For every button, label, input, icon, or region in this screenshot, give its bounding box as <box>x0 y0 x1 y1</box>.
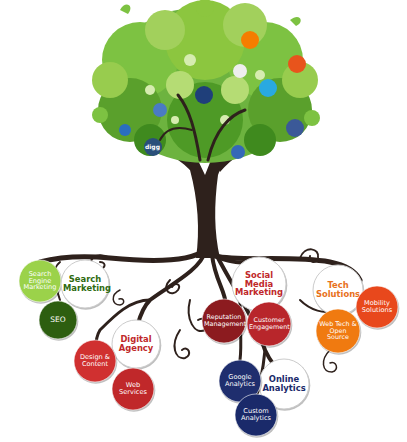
circle-shape <box>39 301 77 339</box>
category-title: Social Media Marketing <box>231 271 287 297</box>
service-name: Design & Content <box>73 354 117 368</box>
text-holder: Web Tech & Open Source <box>315 308 361 354</box>
service-name: SEO <box>38 316 78 324</box>
circle-shape <box>112 368 154 410</box>
service-name: Google Analytics <box>218 374 262 388</box>
social-icons <box>119 31 306 159</box>
circle-shape <box>61 260 109 308</box>
text-holder: Search Marketing <box>60 259 110 309</box>
service-circle: Reputation Management <box>201 298 247 344</box>
text-holder: Customer Engagement <box>246 301 292 347</box>
service-circle: SEO <box>38 300 78 340</box>
circle-shape <box>19 260 61 302</box>
tree-roots <box>40 249 360 400</box>
circle-shape <box>112 320 160 368</box>
text-holder: Mobility Solutions <box>355 285 399 329</box>
service-circle: Design & Content <box>73 339 117 383</box>
category-title: Digital Agency <box>111 335 161 353</box>
service-name: Web Tech & Open Source <box>315 321 361 341</box>
text-holder: Search Engine Marketing <box>18 259 62 303</box>
category-circle: Digital Agency <box>111 319 161 369</box>
service-circle: Mobility Solutions <box>355 285 399 329</box>
service-circle: Web Services <box>111 367 155 411</box>
tree-crown <box>92 0 320 163</box>
icon-label: digg <box>145 143 160 150</box>
text-holder: Custom Analytics <box>234 393 278 437</box>
service-circle: Custom Analytics <box>234 393 278 437</box>
text-holder: Reputation Management <box>201 298 247 344</box>
circle-shape <box>235 394 277 436</box>
text-holder: SEO <box>38 300 78 340</box>
category-title: Online Analytics <box>258 375 310 393</box>
circle-shape <box>316 309 360 353</box>
circle-shape <box>356 286 398 328</box>
text-holder: Digital Agency <box>111 319 161 369</box>
service-circle: Search Engine Marketing <box>18 259 62 303</box>
circle-shape <box>74 340 116 382</box>
category-circle: Search Marketing <box>60 259 110 309</box>
tree-branches <box>160 95 245 160</box>
service-circle: Web Tech & Open Source <box>315 308 361 354</box>
text-holder: Social Media Marketing <box>231 256 287 312</box>
service-name: Customer Engagement <box>246 317 292 330</box>
service-name: Mobility Solutions <box>355 300 399 314</box>
category-title: Tech Solutions <box>312 281 364 299</box>
circle-shape <box>313 265 363 315</box>
service-name: Custom Analytics <box>234 408 278 422</box>
category-title: Search Marketing <box>60 275 110 293</box>
circle-shape <box>232 257 286 311</box>
service-name: Reputation Management <box>201 314 247 327</box>
service-circle: Customer Engagement <box>246 301 292 347</box>
circle-shape <box>247 302 291 346</box>
category-circle: Social Media Marketing <box>231 256 287 312</box>
service-name: Web Services <box>111 382 155 396</box>
text-holder: Design & Content <box>73 339 117 383</box>
circle-shape <box>202 299 246 343</box>
service-name: Search Engine Marketing <box>18 271 62 292</box>
text-holder: Web Services <box>111 367 155 411</box>
